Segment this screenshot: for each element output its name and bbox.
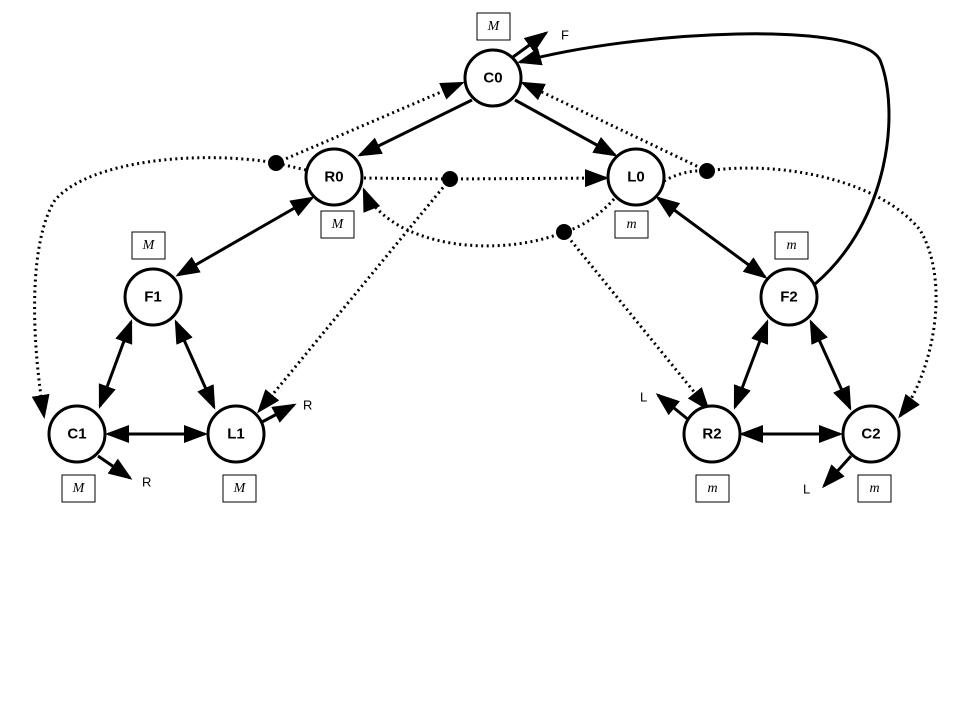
node-l1: L1	[206, 404, 266, 464]
stub-label-c0: F	[561, 28, 569, 43]
box-rect-f1	[131, 231, 166, 260]
box-l0: m	[614, 210, 649, 239]
box-f2: m	[774, 231, 809, 260]
node-label-c1: C1	[67, 426, 86, 443]
dotted-edge-junction4-r0	[362, 187, 565, 248]
stub-arrow-r2	[655, 393, 691, 423]
box-label-f1: M	[142, 238, 156, 253]
node-circle-r0	[304, 147, 364, 207]
node-l0: L0	[606, 147, 666, 207]
dotted-edge-junction3-l1	[257, 178, 452, 414]
junction-dot-3	[442, 171, 458, 187]
junction-dot-2	[699, 163, 715, 179]
box-label-c0: M	[487, 19, 501, 34]
dotted-edge-l0-junction4	[563, 198, 616, 234]
node-r0: R0	[304, 147, 364, 207]
box-rect-f2	[774, 231, 809, 260]
edge-f2-r2	[733, 319, 769, 410]
edge-f2-c0-curve	[517, 32, 891, 286]
stub-arrow-c0	[512, 31, 549, 59]
box-label-l0: m	[626, 217, 636, 232]
box-rect-c2	[857, 474, 892, 503]
box-l1: M	[222, 474, 257, 503]
node-circle-c2	[841, 404, 901, 464]
box-label-c2: m	[869, 481, 879, 496]
dotted-edge-junction3-l0	[449, 169, 609, 188]
dotted-edge-junction4-r2	[562, 231, 710, 412]
box-rect-r0	[320, 210, 355, 239]
stub-arrow-c2	[821, 454, 853, 489]
node-c0: C0	[463, 48, 523, 108]
stub-label-r2: L	[640, 390, 647, 405]
edge-f1-l1	[174, 319, 216, 410]
junction-dots	[268, 155, 715, 240]
box-c0: M	[476, 12, 511, 41]
stub-label-c2: L	[803, 482, 810, 497]
node-f2: F2	[759, 267, 819, 327]
junction-dot-4	[556, 224, 572, 240]
node-label-f1: F1	[144, 289, 162, 306]
stub-labels: F R R L L	[142, 28, 810, 497]
node-label-f2: F2	[780, 289, 798, 306]
node-label-l0: L0	[627, 169, 645, 186]
box-label-r2: m	[707, 481, 717, 496]
node-r2: R2	[682, 404, 742, 464]
node-circle-l0	[606, 147, 666, 207]
node-circle-c0	[463, 48, 523, 108]
node-circle-r2	[682, 404, 742, 464]
node-label-l1: L1	[227, 426, 245, 443]
edge-f2-c2	[809, 319, 852, 411]
junction-dot-1	[268, 155, 284, 171]
edge-f1-c1	[98, 319, 133, 409]
box-label-f2: m	[786, 238, 796, 253]
edge-c0-r0	[357, 98, 473, 157]
node-c2: C2	[841, 404, 901, 464]
node-f1: F1	[123, 267, 183, 327]
dotted-edge-junction2-c2	[706, 166, 938, 419]
box-rect-l0	[614, 210, 649, 239]
box-label-c1: M	[72, 481, 86, 496]
box-rect-c1	[61, 474, 96, 503]
box-label-l1: M	[233, 481, 247, 496]
node-circle-l1	[206, 404, 266, 464]
stub-arrow-l1	[261, 403, 297, 424]
node-label-r2: R2	[702, 426, 721, 443]
box-label-r0: M	[331, 217, 345, 232]
node-label-c0: C0	[483, 70, 502, 87]
box-rect-c0	[476, 12, 511, 41]
dotted-edge-r0-junction3	[363, 176, 451, 181]
box-c1: M	[61, 474, 96, 503]
node-c1: C1	[47, 404, 107, 464]
node-circle-c1	[47, 404, 107, 464]
solid-edges	[97, 31, 891, 489]
box-c2: m	[857, 474, 892, 503]
edge-l0-f2	[655, 196, 768, 279]
edge-r0-f1	[175, 196, 315, 277]
box-r0: M	[320, 210, 355, 239]
node-label-c2: C2	[861, 426, 880, 443]
node-circle-f1	[123, 267, 183, 327]
edge-c0-l0	[514, 98, 618, 157]
stub-label-l1: R	[303, 398, 312, 413]
box-rect-r2	[695, 474, 730, 503]
box-r2: m	[695, 474, 730, 503]
box-rect-l1	[222, 474, 257, 503]
node-circle-f2	[759, 267, 819, 327]
box-f1: M	[131, 231, 166, 260]
stub-label-c1: R	[142, 475, 151, 490]
dotted-edge-junction2-c0	[520, 81, 708, 173]
dotted-edge-r0-c0	[275, 81, 465, 165]
node-label-r0: R0	[324, 169, 343, 186]
stub-arrow-c1	[97, 454, 133, 480]
